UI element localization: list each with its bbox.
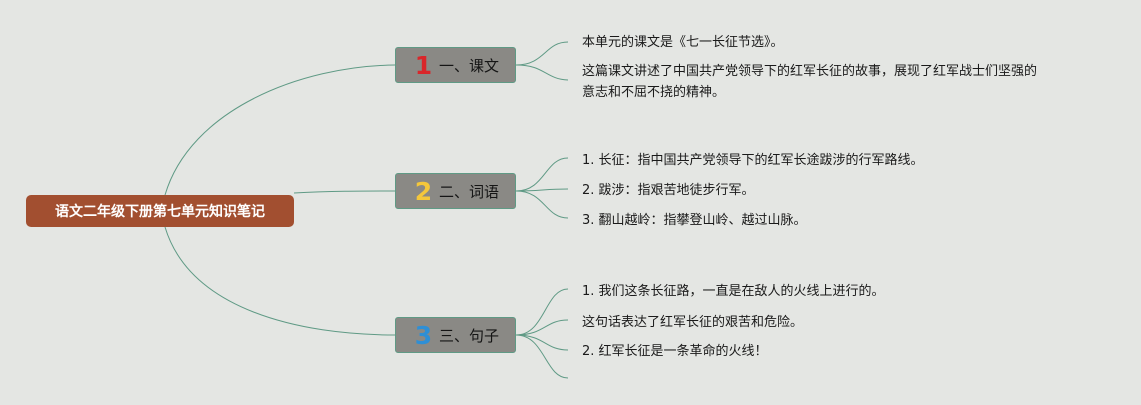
leaf-text: 这句话表达了红军长征的艰苦和危险。 [582, 315, 804, 330]
leaf-text: 3. 翻山越岭：指攀登山岭、越过山脉。 [582, 213, 807, 228]
connector-root-branch-2 [293, 190, 396, 194]
branch-label-3: 三、句子 [439, 326, 500, 345]
branch-node-2[interactable]: 2 二、词语 [395, 173, 516, 209]
root-node-label: 语文二年级下册第七单元知识笔记 [55, 204, 265, 220]
connector-b1-leaf-2 [515, 64, 569, 81]
leaf-node-1-1[interactable]: 本单元的课文是《七一长征节选》。 [582, 32, 784, 53]
branch-node-1[interactable]: 1 一、课文 [395, 47, 516, 83]
leaf-text: 1. 我们这条长征路，一直是在敌人的火线上进行的。 [582, 284, 885, 299]
branch-node-3[interactable]: 3 三、句子 [395, 317, 516, 353]
leaf-node-2-1[interactable]: 1. 长征：指中国共产党领导下的红军长途跋涉的行军路线。 [582, 150, 924, 171]
leaf-node-3-2[interactable]: 这句话表达了红军长征的艰苦和危险。 [582, 312, 803, 333]
connector-b1-leaf-1 [515, 41, 569, 66]
connector-b2-leaf-3 [515, 190, 569, 219]
root-node[interactable]: 语文二年级下册第七单元知识笔记 [26, 195, 294, 227]
leaf-node-3-1[interactable]: 1. 我们这条长征路，一直是在敌人的火线上进行的。 [582, 281, 885, 302]
number-badge-3: 3 [414, 320, 433, 350]
number-badge-1: 1 [414, 50, 433, 80]
leaf-text-line-1: 这篇课文讲述了中国共产党领导下的红军长征的故事，展现了红军战士们坚强的 [582, 64, 1038, 79]
leaf-text: 本单元的课文是《七一长征节选》。 [582, 35, 784, 50]
leaf-node-1-2[interactable]: 这篇课文讲述了中国共产党领导下的红军长征的故事，展现了红军战士们坚强的 意志和不… [582, 61, 1037, 103]
leaf-node-2-3[interactable]: 3. 翻山越岭：指攀登山岭、越过山脉。 [582, 210, 807, 231]
leaf-text: 1. 长征：指中国共产党领导下的红军长途跋涉的行军路线。 [582, 153, 924, 168]
branch-label-1: 一、课文 [439, 56, 500, 75]
leaf-node-3-3[interactable]: 2. 红军长征是一条革命的火线！ [582, 341, 768, 362]
connector-b3-leaf-4 [515, 334, 569, 379]
connector-b3-leaf-3 [515, 334, 569, 351]
connector-b3-leaf-1 [515, 288, 569, 336]
connector-b3-leaf-2 [515, 319, 569, 336]
leaf-text: 2. 跋涉：指艰苦地徒步行军。 [582, 183, 755, 198]
branch-label-2: 二、词语 [439, 182, 500, 201]
connector-root-branch-3 [164, 226, 396, 336]
connector-b2-leaf-1 [515, 157, 569, 192]
leaf-text-line-2: 意志和不屈不挠的精神。 [582, 85, 726, 100]
leaf-node-2-2[interactable]: 2. 跋涉：指艰苦地徒步行军。 [582, 180, 755, 201]
number-badge-2: 2 [414, 176, 433, 206]
connector-root-branch-1 [164, 64, 396, 196]
leaf-text: 2. 红军长征是一条革命的火线！ [582, 344, 768, 359]
